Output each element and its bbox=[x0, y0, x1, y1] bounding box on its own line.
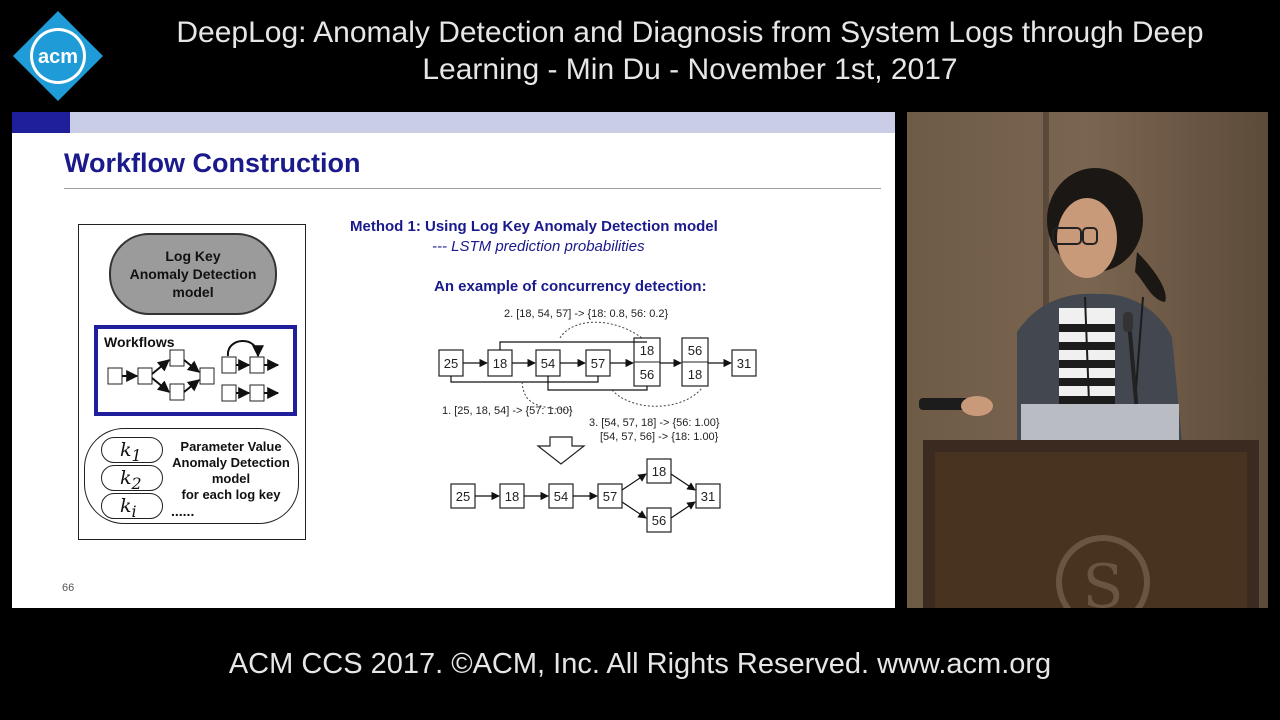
workflows-label: Workflows bbox=[104, 334, 175, 350]
param-line: for each log key bbox=[181, 487, 281, 502]
log-key-oval: ki bbox=[101, 493, 163, 521]
param-line: Parameter Value bbox=[180, 439, 282, 454]
top-node-label: 18 bbox=[640, 343, 654, 358]
acm-logo-text: acm bbox=[38, 46, 78, 68]
log-key-line: Log Key bbox=[165, 248, 221, 264]
acm-logo: acm bbox=[13, 11, 103, 101]
key-subscript: i bbox=[131, 501, 137, 521]
log-key-oval: k2 bbox=[101, 465, 163, 493]
workflows-box: Workflows bbox=[94, 325, 297, 416]
method-subheading: --- LSTM prediction probabilities bbox=[432, 238, 645, 255]
slide-title-divider bbox=[64, 188, 881, 189]
top-node-label: 56 bbox=[640, 367, 654, 382]
log-key-line: model bbox=[172, 284, 214, 300]
concurrency-diagram: 25 18 54 57 18 56 56 18 31 bbox=[438, 308, 757, 533]
footer-copyright: ACM CCS 2017. ©ACM, Inc. All Rights Rese… bbox=[228, 648, 1052, 680]
param-line: model bbox=[211, 471, 251, 486]
bottom-node: 18 bbox=[646, 458, 672, 484]
slide-title: Workflow Construction bbox=[64, 148, 361, 178]
bottom-node: 56 bbox=[646, 507, 672, 533]
annotation-2: 2. [18, 54, 57] -> {18: 0.8, 56: 0.2} bbox=[504, 308, 669, 320]
bottom-node-label: 18 bbox=[505, 489, 519, 504]
method-heading: Method 1: Using Log Key Anomaly Detectio… bbox=[350, 218, 718, 235]
top-node-label: 31 bbox=[737, 356, 751, 371]
bottom-node: 31 bbox=[695, 483, 721, 509]
annotation-3b: [54, 57, 56] -> {18: 1.00} bbox=[600, 431, 719, 443]
ellipsis: ...... bbox=[171, 503, 195, 519]
top-node: 31 bbox=[731, 349, 757, 377]
top-node: 18 bbox=[487, 349, 513, 377]
speaker-video: S bbox=[907, 112, 1268, 608]
bottom-node-label: 31 bbox=[701, 489, 715, 504]
presentation-slide: Workflow Construction Log Key Anomaly De… bbox=[12, 112, 895, 608]
bottom-node-label: 54 bbox=[554, 489, 568, 504]
parameter-model-label: Parameter Value Anomaly Detection model … bbox=[165, 439, 297, 503]
log-key-oval: k1 bbox=[101, 437, 163, 465]
log-key-model-box: Log Key Anomaly Detection model bbox=[109, 233, 277, 315]
video-title: DeepLog: Anomaly Detection and Diagnosis… bbox=[120, 14, 1260, 88]
top-node-label: 18 bbox=[493, 356, 507, 371]
bottom-node: 18 bbox=[499, 483, 525, 509]
param-line: Anomaly Detection bbox=[172, 455, 290, 470]
bottom-node: 25 bbox=[450, 483, 476, 509]
slide-page-number: 66 bbox=[62, 582, 75, 594]
top-node-label: 54 bbox=[541, 356, 555, 371]
annotation-3a: 3. [54, 57, 18] -> {56: 1.00} bbox=[589, 417, 720, 429]
svg-text:S: S bbox=[1082, 552, 1123, 608]
slide-accent-bar-light bbox=[70, 112, 895, 133]
bottom-node-label: 25 bbox=[456, 489, 470, 504]
key-symbol: k bbox=[120, 495, 132, 517]
bottom-chain-arrows bbox=[475, 473, 696, 519]
top-node: 57 bbox=[585, 349, 611, 377]
key-subscript: 1 bbox=[131, 445, 142, 465]
video-title-line-1: DeepLog: Anomaly Detection and Diagnosis… bbox=[176, 16, 1204, 49]
key-subscript: 2 bbox=[131, 473, 142, 493]
top-node-label: 57 bbox=[591, 356, 605, 371]
top-node-label: 18 bbox=[688, 367, 702, 382]
bottom-node-label: 18 bbox=[652, 464, 666, 479]
bottom-node: 57 bbox=[597, 483, 623, 509]
parameter-model-box: k1 k2 ki Parameter Value Anomaly Detecti… bbox=[84, 428, 299, 524]
top-chain-arrows bbox=[450, 341, 732, 391]
top-node: 25 bbox=[438, 349, 464, 377]
annotation-1: 1. [25, 18, 54] -> {57: 1.00} bbox=[442, 405, 573, 417]
log-key-line: Anomaly Detection bbox=[129, 266, 257, 282]
key-symbol: k bbox=[120, 467, 132, 489]
bottom-node: 54 bbox=[548, 483, 574, 509]
top-node-label: 25 bbox=[444, 356, 458, 371]
key-symbol: k bbox=[120, 439, 132, 461]
slide-accent-bar-dark bbox=[12, 112, 70, 133]
top-node-stacked: 18 56 bbox=[633, 337, 661, 387]
model-overview-figure: Log Key Anomaly Detection model Workflow… bbox=[78, 224, 306, 540]
transform-down-arrow bbox=[536, 436, 586, 465]
top-node-stacked: 56 18 bbox=[681, 337, 709, 387]
bottom-node-label: 57 bbox=[603, 489, 617, 504]
video-title-line-2: Learning - Min Du - November 1st, 2017 bbox=[422, 53, 958, 86]
top-node: 54 bbox=[535, 349, 561, 377]
bottom-node-label: 56 bbox=[652, 513, 666, 528]
example-heading: An example of concurrency detection: bbox=[434, 278, 707, 295]
dotted-annotations bbox=[521, 321, 703, 411]
top-node-label: 56 bbox=[688, 343, 702, 358]
workflow-mini-diagram bbox=[107, 340, 280, 402]
